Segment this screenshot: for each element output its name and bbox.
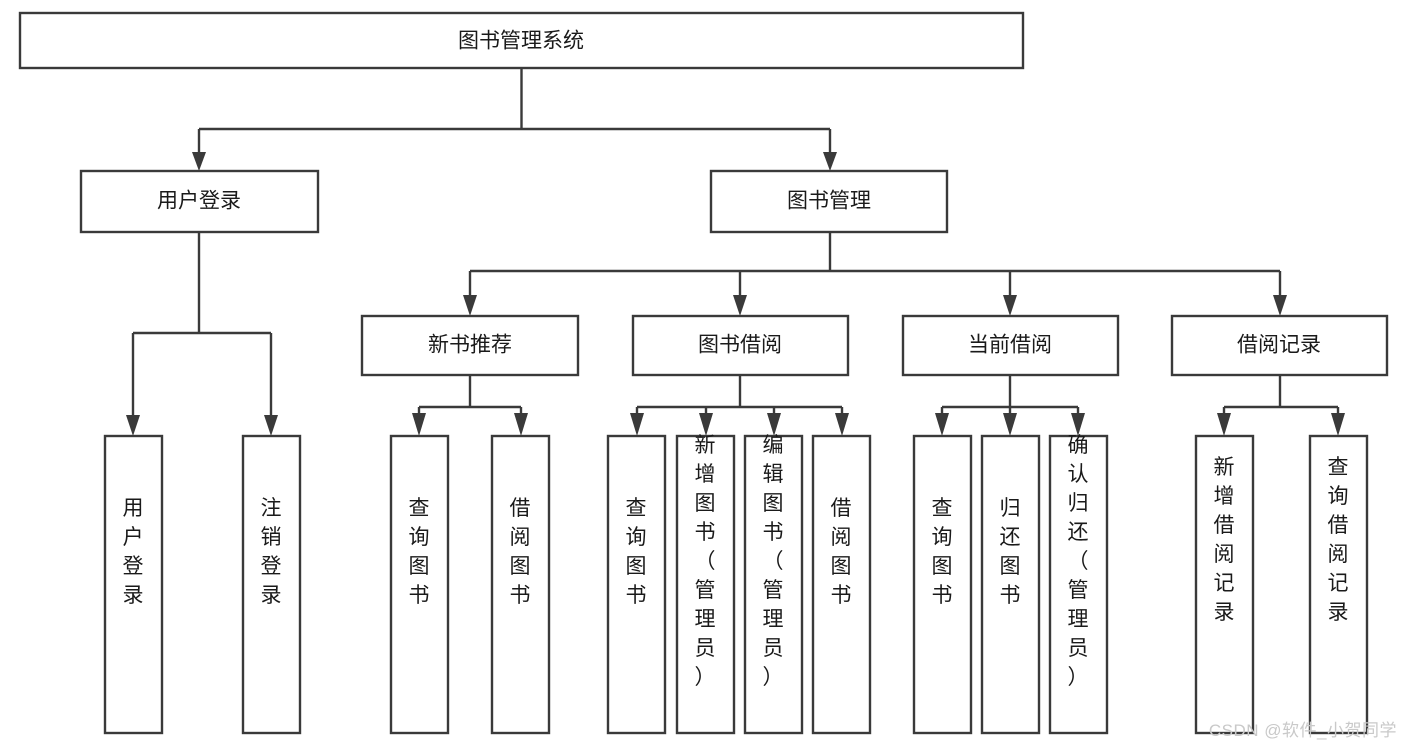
node-leaf-add-record[interactable]: 新增借阅记录 <box>1194 434 1255 735</box>
node-book-manage[interactable]: 图书管理 <box>709 169 949 234</box>
node-leaf-return-book[interactable]: 归还图书 <box>980 434 1041 735</box>
connector-group-book-manage <box>463 232 1287 316</box>
node-leaf-query-record-label: 查询借阅记录 <box>1328 456 1349 624</box>
arrowhead-leaf-query-book-3 <box>935 413 949 436</box>
node-leaf-add-book-box[interactable] <box>675 434 736 735</box>
node-leaf-query-book-2-box[interactable] <box>606 434 667 735</box>
node-leaf-borrow-book-2-box[interactable] <box>811 434 872 735</box>
node-leaf-add-book[interactable]: 新增图书（管理员） <box>675 434 736 735</box>
node-book-manage-box[interactable] <box>709 169 949 234</box>
node-new-book-rec[interactable]: 新书推荐 <box>360 314 580 377</box>
arrowhead-leaf-add-record <box>1217 413 1231 436</box>
node-leaf-borrow-book-1-label: 借阅图书 <box>510 497 531 607</box>
node-leaf-borrow-book-2-label: 借阅图书 <box>831 497 852 607</box>
arrowhead-user-login <box>192 152 206 171</box>
arrowhead-leaf-query-book-2 <box>630 413 644 436</box>
node-new-book-rec-label: 新书推荐 <box>428 334 512 357</box>
node-leaf-user-login-label: 用户登录 <box>123 497 144 607</box>
connector-group-current-borrow <box>935 375 1085 436</box>
node-leaf-confirm-return-box[interactable] <box>1048 434 1109 735</box>
node-leaf-query-book-2-label: 查询图书 <box>626 497 647 607</box>
arrowhead-leaf-return-book <box>1003 413 1017 436</box>
arrowhead-borrow-record <box>1273 295 1287 316</box>
node-root[interactable]: 图书管理系统 <box>18 11 1025 70</box>
node-borrow-record-label: 借阅记录 <box>1237 334 1321 357</box>
connector-group-new-book-rec <box>412 375 528 436</box>
node-leaf-user-login[interactable]: 用户登录 <box>103 434 164 735</box>
node-leaf-query-book-3[interactable]: 查询图书 <box>912 434 973 735</box>
node-leaf-query-record-box[interactable] <box>1308 434 1369 735</box>
node-borrow-record[interactable]: 借阅记录 <box>1170 314 1389 377</box>
node-leaf-query-book-1-box[interactable] <box>389 434 450 735</box>
node-leaf-query-book-2[interactable]: 查询图书 <box>606 434 667 735</box>
node-book-manage-label: 图书管理 <box>787 190 871 213</box>
node-leaf-query-book-3-label: 查询图书 <box>932 497 953 607</box>
node-user-login-label: 用户登录 <box>157 190 241 213</box>
node-leaf-edit-book-box[interactable] <box>743 434 804 735</box>
node-leaf-return-book-label: 归还图书 <box>1000 497 1021 607</box>
node-user-login-box[interactable] <box>79 169 320 234</box>
arrowhead-leaf-query-record <box>1331 413 1345 436</box>
arrowhead-new-book-rec <box>463 295 477 316</box>
node-leaf-confirm-return-label: 确认归还（管理员） <box>1068 434 1089 689</box>
node-leaf-query-book-3-box[interactable] <box>912 434 973 735</box>
node-leaf-query-book-1[interactable]: 查询图书 <box>389 434 450 735</box>
node-user-login[interactable]: 用户登录 <box>79 169 320 234</box>
arrowhead-leaf-borrow-book-2 <box>835 413 849 436</box>
node-new-book-rec-box[interactable] <box>360 314 580 377</box>
node-leaf-add-record-box[interactable] <box>1194 434 1255 735</box>
node-leaf-add-record-label: 新增借阅记录 <box>1214 456 1235 624</box>
arrowhead-leaf-add-book <box>699 413 713 436</box>
node-current-borrow[interactable]: 当前借阅 <box>901 314 1120 377</box>
node-leaf-user-login-box[interactable] <box>103 434 164 735</box>
arrowhead-leaf-query-book-1 <box>412 413 426 436</box>
node-leaf-return-book-box[interactable] <box>980 434 1041 735</box>
connector-group-borrow-record <box>1217 375 1345 436</box>
arrowhead-current-borrow <box>1003 295 1017 316</box>
arrowhead-leaf-borrow-book-1 <box>514 413 528 436</box>
connector-group-book-borrow <box>630 375 849 436</box>
node-leaf-edit-book-label: 编辑图书（管理员） <box>763 434 784 689</box>
node-book-borrow-label: 图书借阅 <box>698 334 782 357</box>
node-current-borrow-box[interactable] <box>901 314 1120 377</box>
node-leaf-logout-box[interactable] <box>241 434 302 735</box>
node-current-borrow-label: 当前借阅 <box>968 334 1052 357</box>
node-borrow-record-box[interactable] <box>1170 314 1389 377</box>
node-leaf-query-book-1-label: 查询图书 <box>409 497 430 607</box>
connector-group-root <box>192 68 837 171</box>
connector-group-user-login <box>126 232 278 436</box>
node-leaf-edit-book[interactable]: 编辑图书（管理员） <box>743 434 804 735</box>
node-leaf-borrow-book-1[interactable]: 借阅图书 <box>490 434 551 735</box>
node-leaf-query-record[interactable]: 查询借阅记录 <box>1308 434 1369 735</box>
node-root-label: 图书管理系统 <box>458 30 584 53</box>
arrowhead-leaf-user-login <box>126 415 140 436</box>
arrowhead-book-manage <box>823 152 837 171</box>
node-book-borrow[interactable]: 图书借阅 <box>631 314 850 377</box>
arrowhead-leaf-confirm-return <box>1071 413 1085 436</box>
node-leaf-borrow-book-2[interactable]: 借阅图书 <box>811 434 872 735</box>
arrowhead-book-borrow <box>733 295 747 316</box>
arrowhead-leaf-edit-book <box>767 413 781 436</box>
node-book-borrow-box[interactable] <box>631 314 850 377</box>
node-leaf-add-book-label: 新增图书（管理员） <box>695 434 716 689</box>
node-leaf-logout[interactable]: 注销登录 <box>241 434 302 735</box>
node-leaf-borrow-book-1-box[interactable] <box>490 434 551 735</box>
node-root-box[interactable] <box>18 11 1025 70</box>
node-leaf-confirm-return[interactable]: 确认归还（管理员） <box>1048 434 1109 735</box>
arrowhead-leaf-logout <box>264 415 278 436</box>
node-leaf-logout-label: 注销登录 <box>261 497 282 607</box>
